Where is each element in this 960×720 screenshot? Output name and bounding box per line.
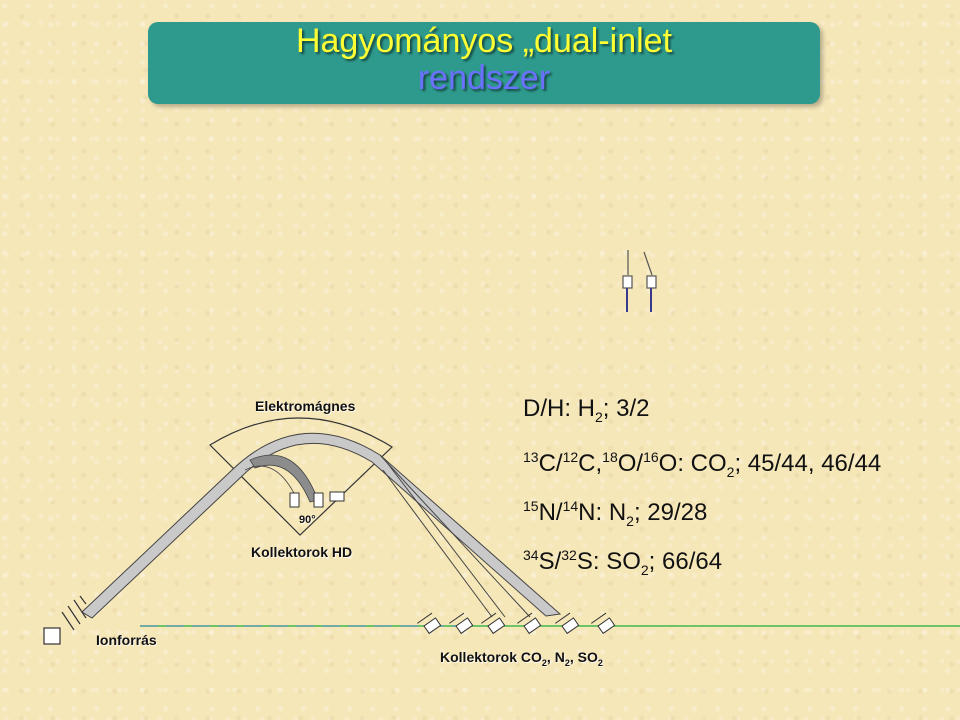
ratio-carbon-oxygen: 13C/12C,18O/16O: CO2; 45/44, 46/44 bbox=[523, 443, 881, 486]
main-collectors bbox=[416, 612, 616, 635]
magnet-sector bbox=[209, 417, 393, 536]
ion-source-label: Ionforrás bbox=[96, 632, 157, 648]
switch-icon bbox=[622, 250, 657, 312]
ratio-dh: D/H: H2; 3/2 bbox=[523, 395, 650, 431]
title-line1: Hagyományos „dual-inlet bbox=[295, 22, 673, 60]
ratio-part: 18 bbox=[602, 449, 618, 465]
angle-label: 90° bbox=[299, 514, 316, 526]
ion-source bbox=[43, 595, 87, 645]
hd-collectors bbox=[289, 491, 345, 508]
ratio-part: 13 bbox=[523, 449, 539, 465]
ratio-part: ; 45/44, 46/44 bbox=[734, 450, 882, 477]
magnet-label: Elektromágnes bbox=[255, 398, 356, 414]
collectors-main-label: Kollektorok CO2, N2, SO2 bbox=[440, 649, 603, 668]
ratio-part: C, bbox=[578, 450, 603, 477]
ratio-part: 34 bbox=[523, 547, 539, 563]
ion-beam bbox=[81, 432, 562, 619]
title-banner: Hagyományos „dual-inlet rendszer bbox=[148, 22, 820, 104]
ratio-part: 15 bbox=[523, 498, 539, 514]
ratio-part: O/ bbox=[617, 450, 644, 477]
title-line2: rendszer bbox=[417, 59, 551, 97]
ratio-part: C/ bbox=[538, 450, 563, 477]
ratio-part: N/ bbox=[538, 499, 563, 526]
ratio-part: D/H: H bbox=[523, 395, 595, 422]
ratio-part: 32 bbox=[561, 547, 577, 563]
ratio-part: 2 bbox=[640, 562, 649, 578]
ratio-part: S/ bbox=[538, 548, 562, 575]
ratio-part: 2 bbox=[726, 464, 735, 480]
ratio-part: S: SO bbox=[576, 548, 641, 575]
ratio-sulfur: 34S/32S: SO2; 66/64 bbox=[523, 541, 722, 584]
ratio-part: 16 bbox=[643, 449, 659, 465]
ratio-part: ; 29/28 bbox=[633, 499, 708, 526]
collectors-hd-label: Kollektorok HD bbox=[251, 544, 353, 560]
ratio-part: N: N bbox=[578, 499, 627, 526]
ratio-part: 2 bbox=[595, 409, 603, 425]
ratio-part: ; 66/64 bbox=[648, 548, 723, 575]
ratio-part: 12 bbox=[562, 449, 579, 465]
ratio-nitrogen: 15N/14N: N2; 29/28 bbox=[523, 492, 707, 535]
ratio-part: 14 bbox=[562, 498, 579, 514]
ratio-part: ; 3/2 bbox=[602, 395, 650, 422]
ratio-part: 2 bbox=[626, 513, 634, 529]
ratio-part: O: CO bbox=[658, 450, 727, 477]
